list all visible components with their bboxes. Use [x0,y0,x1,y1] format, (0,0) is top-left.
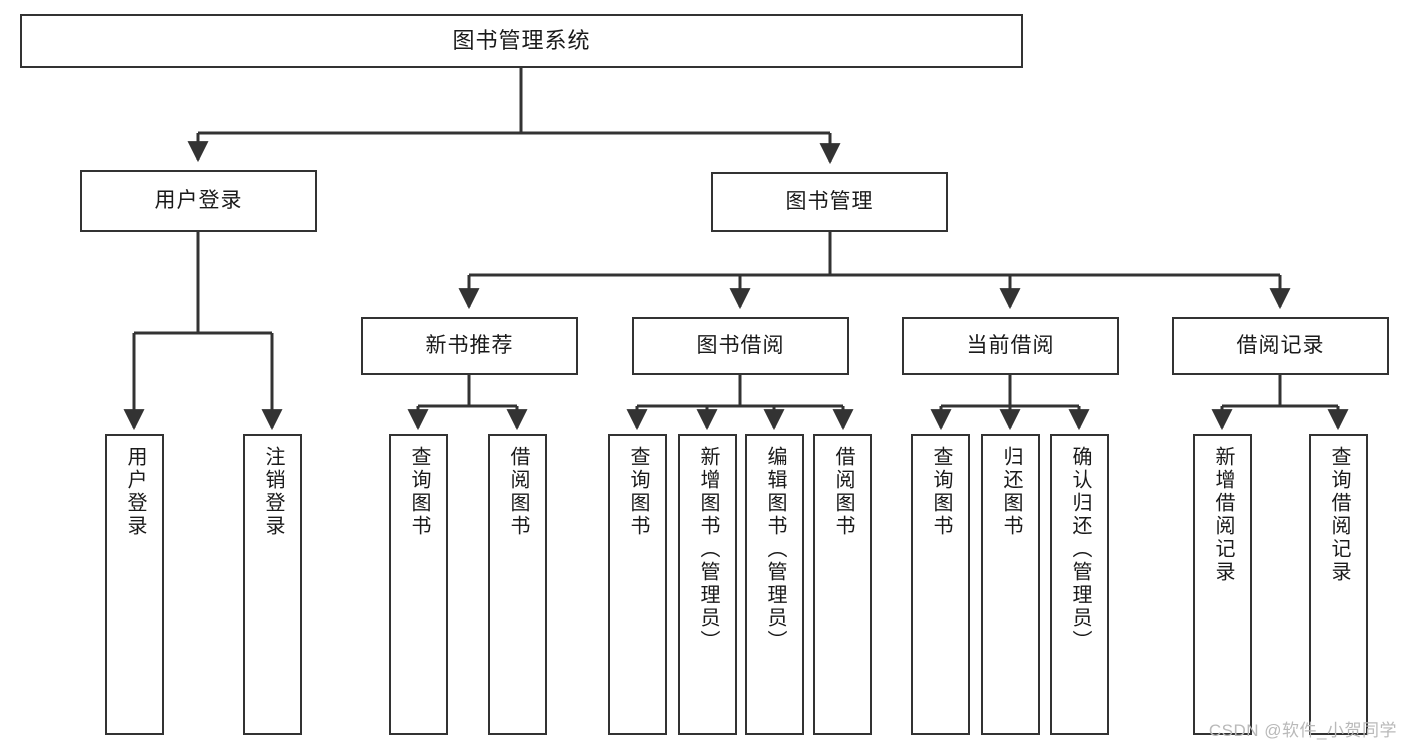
watermark-csdn: CSDN @软件_小贺同学 [1208,721,1397,740]
node-label: 用户登录 [124,446,146,538]
node-leaf-current-borrow-query[interactable]: 查询图书 [911,434,970,735]
node-label: 新书推荐 [425,334,514,358]
node-label: 借阅记录 [1236,334,1325,358]
node-leaf-user-login-login[interactable]: 用户登录 [105,434,164,735]
node-leaf-current-borrow-confirm-return[interactable]: 确认归还（管理员） [1050,434,1109,735]
node-label: 查询借阅记录 [1328,446,1350,584]
node-leaf-user-login-logout[interactable]: 注销登录 [243,434,302,735]
node-current-borrowing[interactable]: 当前借阅 [902,317,1119,375]
node-label: 注销登录 [262,446,284,538]
node-label: 新增借阅记录 [1212,446,1234,584]
node-label: 新增图书（管理员） [697,446,719,653]
node-leaf-current-borrow-return[interactable]: 归还图书 [981,434,1040,735]
node-book-management[interactable]: 图书管理 [711,172,948,232]
node-label: 图书管理 [785,190,874,214]
node-label: 查询图书 [627,446,649,538]
node-label: 编辑图书（管理员） [764,446,786,653]
node-leaf-book-borrow-borrow[interactable]: 借阅图书 [813,434,872,735]
node-label: 归还图书 [1000,446,1022,538]
node-root-book-management-system[interactable]: 图书管理系统 [20,14,1023,68]
node-label: 图书借阅 [696,334,785,358]
node-leaf-borrow-record-add[interactable]: 新增借阅记录 [1193,434,1252,735]
node-label: 确认归还（管理员） [1069,446,1091,653]
node-label: 当前借阅 [966,334,1055,358]
node-new-book-recommendation[interactable]: 新书推荐 [361,317,578,375]
node-label: 查询图书 [408,446,430,538]
node-label: 用户登录 [154,189,243,213]
node-label: 图书管理系统 [452,27,591,53]
node-leaf-book-borrow-edit[interactable]: 编辑图书（管理员） [745,434,804,735]
node-leaf-book-borrow-query[interactable]: 查询图书 [608,434,667,735]
node-label: 借阅图书 [832,446,854,538]
node-leaf-book-borrow-add[interactable]: 新增图书（管理员） [678,434,737,735]
node-book-borrowing[interactable]: 图书借阅 [632,317,849,375]
node-leaf-borrow-record-query[interactable]: 查询借阅记录 [1309,434,1368,735]
node-leaf-new-book-query[interactable]: 查询图书 [389,434,448,735]
node-label: 查询图书 [930,446,952,538]
node-leaf-new-book-borrow[interactable]: 借阅图书 [488,434,547,735]
node-borrowing-record[interactable]: 借阅记录 [1172,317,1389,375]
node-label: 借阅图书 [507,446,529,538]
node-user-login[interactable]: 用户登录 [80,170,317,232]
